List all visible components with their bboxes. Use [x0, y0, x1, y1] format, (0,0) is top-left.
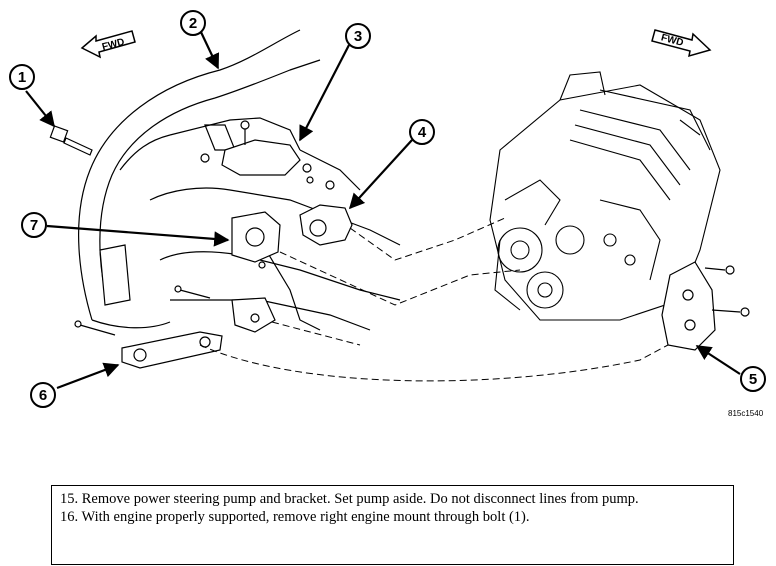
instructions-box: 15. Remove power steering pump and brack…	[51, 485, 734, 565]
callout-2: 2	[180, 10, 206, 36]
engine-mount-right	[299, 180, 353, 246]
callout-1: 1	[9, 64, 35, 90]
figure-reference: 815c1540	[728, 409, 764, 418]
assembly-lines	[199, 217, 669, 382]
through-bolt	[49, 125, 93, 156]
instruction-step-15: 15. Remove power steering pump and brack…	[60, 491, 639, 507]
lower-bracket	[174, 285, 276, 333]
fwd-arrow-right: FWD	[651, 29, 712, 58]
svg-text:6: 6	[39, 387, 47, 404]
engine-assembly	[489, 71, 721, 321]
svg-text:3: 3	[354, 28, 362, 45]
engine-mount-diagram: FWD FWD	[9, 10, 766, 418]
torque-strut	[74, 320, 223, 369]
instruction-step-16: 16. With engine properly supported, remo…	[60, 509, 530, 525]
svg-text:4: 4	[418, 124, 427, 141]
svg-text:2: 2	[189, 15, 197, 32]
callout-3: 3	[345, 23, 371, 49]
engine-mount-bracket	[661, 261, 750, 351]
callout-leaders	[25, 29, 741, 390]
svg-text:7: 7	[30, 217, 38, 234]
callout-5: 5	[740, 366, 766, 392]
callout-6: 6	[30, 382, 56, 408]
mount-bracket-upper	[200, 120, 314, 184]
callout-4: 4	[409, 119, 435, 145]
frame-rail-mount	[231, 211, 281, 269]
fwd-arrow-left: FWD	[80, 30, 136, 59]
svg-text:1: 1	[18, 69, 26, 86]
svg-text:5: 5	[749, 371, 757, 388]
callout-7: 7	[21, 212, 47, 238]
